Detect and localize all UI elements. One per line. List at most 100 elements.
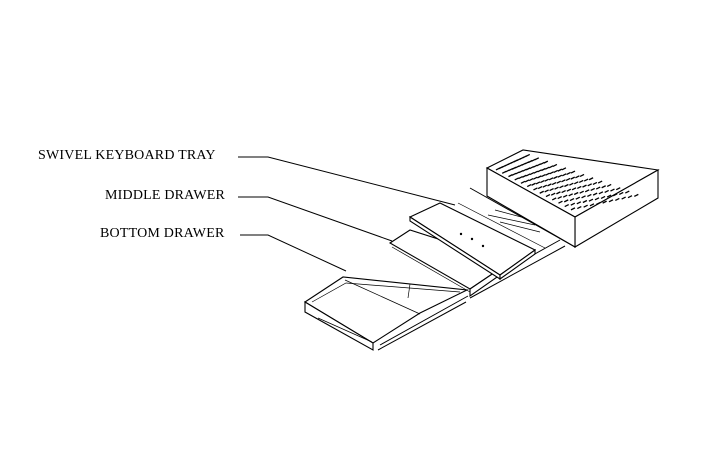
vent-slot [551, 181, 557, 186]
vent-slot [610, 188, 615, 192]
vent-slot [511, 172, 517, 176]
vent-slot [529, 165, 534, 170]
vent-slot [575, 175, 580, 179]
vent-slot [582, 199, 588, 204]
vent-slot [612, 193, 618, 197]
vent-slot [590, 187, 595, 192]
vent-slot [553, 175, 558, 180]
vent-slot [528, 177, 534, 182]
vent-slot [515, 171, 520, 175]
vent-slot [549, 187, 554, 192]
vent-slot [557, 168, 563, 172]
vent-slot [539, 190, 545, 194]
vent-slot [537, 185, 543, 190]
vent-slot [545, 172, 550, 176]
vent-slot [606, 183, 612, 187]
vent-slot [540, 179, 545, 184]
vent-slot [569, 197, 575, 202]
vent-slot [557, 195, 563, 200]
vent-slot [589, 203, 595, 207]
vent-slot [561, 167, 567, 171]
vent-slot [544, 166, 550, 170]
vent-slot [566, 188, 572, 192]
vent-slot [541, 173, 546, 178]
vent-slot [553, 169, 559, 174]
vent-slot [561, 173, 567, 177]
vent-slot [615, 197, 620, 202]
vent-slot [518, 169, 524, 174]
vent-slot [573, 191, 579, 196]
vent-slot [571, 187, 577, 191]
cabinet-vent-pattern [495, 153, 639, 211]
vent-slot [634, 193, 639, 197]
vent-slot [532, 176, 538, 180]
vent-slot [526, 184, 532, 188]
vent-slot [525, 173, 531, 177]
vent-slot [608, 199, 614, 203]
vent-slot [577, 205, 582, 210]
vent-slot [588, 177, 594, 181]
vent-slot [621, 196, 626, 200]
vent-slot [579, 190, 584, 194]
vent-slot [588, 198, 594, 202]
vent-slot [554, 186, 559, 190]
vent-slot [559, 185, 564, 189]
vent-slot [556, 180, 562, 184]
vent-slot [570, 207, 576, 211]
vent-slot [561, 179, 566, 183]
vent-slot [587, 183, 592, 187]
vent-slot [592, 192, 598, 196]
vent-slot [596, 201, 601, 206]
vent-slot [576, 185, 582, 190]
vent-slot [551, 197, 557, 201]
vent-slot [533, 170, 539, 174]
vent-slot [524, 179, 530, 183]
vent-slot [550, 192, 556, 196]
bottom-drawer [303, 276, 469, 351]
vent-slot [584, 189, 590, 193]
vent-slot [594, 197, 600, 201]
vent-slot [595, 186, 601, 190]
vent-slot [557, 174, 563, 178]
vent-slot [536, 163, 542, 167]
vent-slot [624, 190, 630, 194]
vent-slot [561, 189, 566, 194]
vent-slot [602, 200, 607, 204]
vent-slot [564, 183, 569, 188]
vent-slot [547, 183, 552, 187]
leader-swivel-keyboard-tray [238, 156, 456, 206]
vent-slot [522, 168, 527, 172]
vent-slot [569, 182, 574, 186]
vent-slot [581, 195, 586, 199]
vent-slot [583, 178, 589, 182]
vent-slot [537, 169, 542, 173]
vent-slot [597, 180, 603, 184]
leader-middle-drawer [238, 196, 393, 242]
vent-slot [549, 171, 554, 175]
vent-slot [535, 181, 541, 185]
vent-slot [558, 200, 563, 204]
vent-slot [618, 191, 624, 195]
vent-slot [575, 196, 581, 200]
vent-slot [579, 173, 585, 178]
label-swivel-keyboard-tray: SWIVEL KEYBOARD TRAY [38, 148, 216, 163]
vent-slot [568, 193, 573, 197]
label-bottom-drawer: BOTTOM DRAWER [100, 226, 225, 241]
vent-slot [562, 194, 568, 198]
vent-slot [570, 176, 576, 180]
vent-slot [563, 199, 569, 203]
vent-slot [518, 176, 523, 180]
vent-slot [570, 202, 576, 206]
vent-slot [544, 189, 549, 193]
leader-bottom-drawer [240, 234, 347, 272]
vent-slot [565, 177, 571, 182]
vent-slot [545, 193, 551, 198]
vent-slot [534, 157, 540, 161]
label-middle-drawer: MIDDLE DRAWER [105, 188, 226, 203]
vent-slot [627, 195, 633, 199]
swivel-keyboard-tray [408, 202, 541, 281]
vent-slot [543, 160, 549, 164]
vent-slot [544, 178, 550, 182]
vent-slot [587, 193, 592, 198]
